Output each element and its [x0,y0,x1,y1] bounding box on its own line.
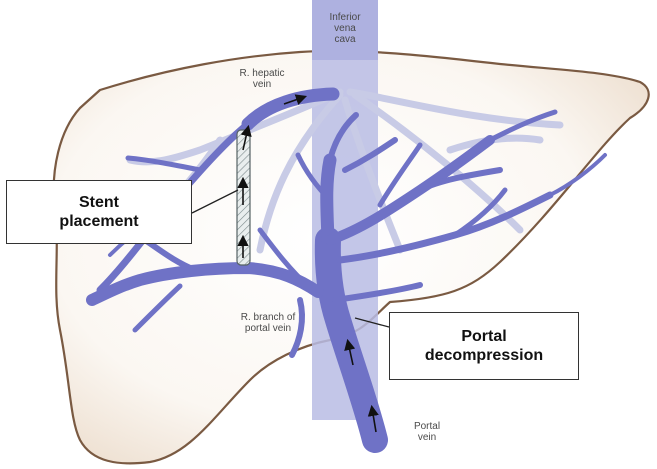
label-line: vena [334,23,356,34]
stent-placement-callout: Stent placement [6,180,192,244]
label-line: Inferior [329,12,361,23]
label-line: R. hepatic [239,68,284,79]
label-line: cava [334,34,356,45]
label-line: R. branch of [241,312,296,323]
label-line: Portal [414,421,440,432]
label-line: vein [418,432,436,443]
label-line: vein [253,79,271,90]
portal-decompression-callout: Portal decompression [389,312,579,380]
label-line: portal vein [245,323,291,334]
